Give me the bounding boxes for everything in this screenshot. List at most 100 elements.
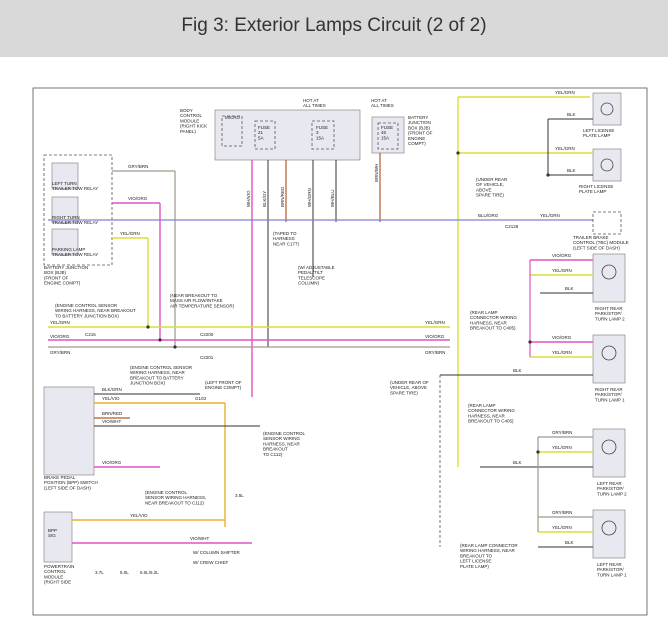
micro-box	[221, 115, 243, 147]
wire-label-gry-brn-lr1: GRY/BRN	[552, 510, 572, 515]
engine-label-b: 5.0L	[120, 570, 129, 575]
wire-label-yel-grn-right: YEL/GRN	[425, 320, 445, 325]
tbc-module-box	[592, 211, 622, 235]
wire-label-blk-grn: BLK/GRN	[102, 387, 122, 392]
splice-dot	[546, 173, 550, 177]
wire-label-blk-rr1: BLK	[513, 368, 522, 373]
legend-crew-chief: W/ CREW CHIEF	[193, 560, 228, 565]
wire-label-yel-grn-rr1: YEL/GRN	[552, 350, 572, 355]
wire-label-wh-grn: WH/GRN	[307, 188, 312, 207]
wire-label-vio-org-right: VIO/ORG	[425, 334, 445, 339]
fuse-21-box	[254, 120, 276, 150]
wire-label-wh-blu: WH/BLU	[330, 189, 335, 207]
wire-label-blk-rl: BLK	[567, 168, 576, 173]
connector-c2201: C2201	[200, 355, 214, 360]
wire-label-yel-vio: YEL/VIO	[102, 396, 120, 401]
connector-g103: G103	[195, 396, 207, 401]
wire-label-blk-ll: BLK	[567, 112, 576, 117]
wire-label-yel-grn-rr2: YEL/GRN	[552, 268, 572, 273]
wire-label-brn-wh: BRN/WH	[374, 164, 379, 182]
lr-turn-lamp-2-box	[592, 428, 626, 478]
connector-c2200: C2200	[200, 332, 214, 337]
left-turn-relay-box	[51, 162, 79, 190]
left-license-lamp-box	[592, 92, 622, 126]
wire-label-gry-brn-right: GRY/BRN	[425, 350, 445, 355]
wire-label-wh-vio: WH/VIO	[246, 190, 251, 207]
wire-label-blk-rr2: BLK	[565, 286, 574, 291]
rr-turn-lamp-2-bulb-icon	[601, 264, 617, 280]
wire-label-yel-grn-bus: YEL/GRN	[50, 320, 70, 325]
legend-column-shifter: W/ COLUMN SHIFTER	[193, 550, 240, 555]
wire-label-blu-org: BLU/ORG	[478, 213, 499, 218]
wire-label-vio-org-bpp: VIO/ORG	[102, 460, 122, 465]
connector-c215: C215	[85, 332, 96, 337]
figure-title: Fig 3: Exterior Lamps Circuit (2 of 2)	[181, 15, 487, 36]
wire-label-blk-gy: BLK/GY	[262, 191, 267, 207]
bcm-fuse-box	[214, 109, 361, 161]
lr-turn-lamp-2-bulb-icon	[601, 439, 617, 455]
rr-turn-lamp-1-box	[592, 334, 626, 384]
splice-dot	[146, 325, 150, 329]
wire-label-yel-grn-lr2: YEL/GRN	[552, 445, 572, 450]
figure-header: Fig 3: Exterior Lamps Circuit (2 of 2)	[0, 0, 668, 57]
pcm-box	[43, 511, 73, 563]
wire-label-yel-grn-1: YEL/GRN	[120, 231, 140, 236]
micro-label: MICRO	[225, 115, 240, 120]
wire-label-yel-grn-rl: YEL/GRN	[555, 146, 575, 151]
splice-dot	[456, 151, 460, 155]
wire-label-blk-lr1: BLK	[565, 540, 574, 545]
right-license-bulb-icon	[600, 158, 614, 172]
wire-label-vio-org-rr1: VIO/ORG	[552, 335, 572, 340]
fuse-3-box	[311, 120, 335, 150]
lr-turn-lamp-1-box	[592, 509, 626, 559]
bpp-switch-box	[43, 386, 95, 476]
connector-3-5l: 3.5L	[235, 493, 244, 498]
connector-c2128: C2128	[505, 224, 519, 229]
parking-relay-box	[51, 228, 79, 256]
wire-label-gry-brn-1: GRY/BRN	[128, 164, 148, 169]
fuse-46-box	[377, 122, 399, 150]
wire-label-vio-org-bus: VIO/ORG	[50, 334, 70, 339]
splice-dot	[173, 345, 177, 349]
wire-label-yel-grn-tbc: YEL/GRN	[540, 213, 560, 218]
wire-label-blk-lr2: BLK	[513, 460, 522, 465]
wire-label-gry-brn-bus: GRY/BRN	[50, 350, 70, 355]
relay-box	[43, 154, 113, 266]
splice-dot	[158, 338, 162, 342]
rr-turn-lamp-2-box	[592, 253, 626, 303]
right-license-lamp-box	[592, 148, 622, 182]
diagram-border	[32, 87, 648, 616]
wire-label-vio-wht-pcm: VIO/WHT	[190, 536, 209, 541]
engine-label-c: 5.0L/6.2L	[140, 570, 159, 575]
wire-label-gry-brn-lr2: GRY/BRN	[552, 430, 572, 435]
